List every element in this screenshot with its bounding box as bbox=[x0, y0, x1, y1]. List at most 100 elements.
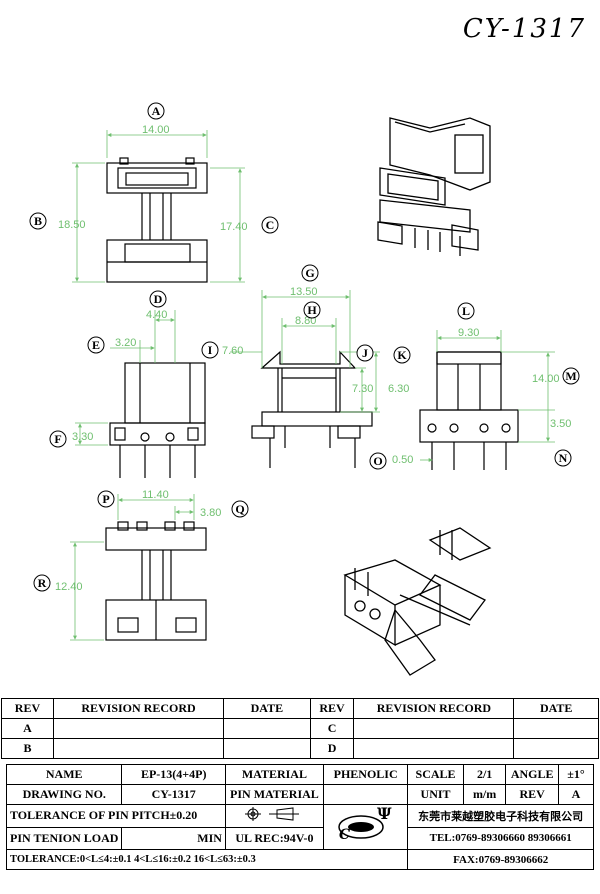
date-header: DATE bbox=[223, 698, 311, 719]
dim-n-value: 3.50 bbox=[550, 418, 571, 430]
callout-letter: A bbox=[152, 104, 161, 118]
scale-value: 2/1 bbox=[462, 764, 507, 785]
dim-r-value: 12.40 bbox=[55, 581, 83, 593]
callout-n: N bbox=[554, 449, 572, 467]
dim-j-value: 7.30 bbox=[352, 383, 373, 395]
pin-tension-label: PIN TENION LOAD bbox=[5, 826, 123, 850]
callout-letter: D bbox=[154, 292, 163, 306]
angle-value: ±1° bbox=[557, 764, 595, 785]
dim-c-value: 17.40 bbox=[220, 221, 248, 233]
callout-i: I bbox=[201, 341, 219, 359]
fax: FAX:0769-89306662 bbox=[407, 849, 594, 870]
material-value: PHENOLIC bbox=[322, 764, 409, 785]
callout-letter: N bbox=[559, 451, 568, 465]
callout-letter: E bbox=[92, 338, 100, 352]
callout-k: K bbox=[393, 346, 411, 364]
callout-letter: H bbox=[307, 303, 317, 317]
dim-e-value: 3.20 bbox=[115, 337, 136, 349]
angle-label: ANGLE bbox=[505, 764, 559, 785]
bottom-view-dims bbox=[70, 494, 195, 641]
revision-table: REV REVISION RECORD DATE REV REVISION RE… bbox=[1, 698, 599, 759]
callout-f: F bbox=[49, 430, 67, 448]
revision-record-header-2: REVISION RECORD bbox=[353, 698, 515, 719]
side-view-dims bbox=[75, 310, 176, 446]
dim-i-value: 7.60 bbox=[222, 345, 243, 357]
unit-label: UNIT bbox=[407, 784, 464, 805]
pin-tension-unit: MIN bbox=[121, 826, 226, 850]
callout-letter: R bbox=[38, 576, 47, 590]
callout-g: G bbox=[301, 264, 319, 282]
pin-material-label: PIN MATERIAL bbox=[224, 784, 324, 805]
dim-o-value: 0.50 bbox=[392, 454, 413, 466]
dim-g-value: 13.50 bbox=[290, 286, 318, 298]
callout-letter: L bbox=[462, 304, 470, 318]
dim-k-value: 6.30 bbox=[388, 383, 409, 395]
dim-m-value: 14.00 bbox=[532, 373, 560, 385]
name-value: EP-13(4+4P) bbox=[121, 764, 226, 785]
logo: C Ψ bbox=[322, 804, 409, 850]
callout-e: E bbox=[87, 336, 105, 354]
company-name: 东莞市莱越塑胶电子科技有限公司 bbox=[407, 804, 594, 828]
callout-letter: I bbox=[208, 343, 213, 357]
dim-f-value: 3.30 bbox=[72, 431, 93, 443]
revision-record-header: REVISION RECORD bbox=[52, 698, 225, 719]
end-view bbox=[419, 351, 519, 470]
rev-value: A bbox=[557, 784, 595, 805]
drawing-no-label: DRAWING NO. bbox=[5, 784, 123, 805]
rev-header-2: REV bbox=[309, 698, 355, 719]
callout-p: P bbox=[97, 490, 115, 508]
telephone: TEL:0769-89306660 89306661 bbox=[407, 826, 594, 850]
dim-a-value: 14.00 bbox=[142, 124, 170, 136]
unit-value: m/m bbox=[462, 784, 507, 805]
callout-l: L bbox=[457, 302, 475, 320]
section-view-dims bbox=[230, 290, 380, 413]
callout-letter: C bbox=[266, 218, 275, 232]
date-header-2: DATE bbox=[513, 698, 599, 719]
material-label: MATERIAL bbox=[224, 764, 324, 785]
side-view bbox=[109, 362, 206, 478]
general-tolerance: TOLERANCE:0<L≤4:±0.1 4<L≤16:±0.2 16<L≤63… bbox=[5, 849, 409, 870]
callout-letter: F bbox=[54, 432, 61, 446]
section-view bbox=[251, 350, 373, 468]
symbols bbox=[224, 804, 324, 828]
tolerance-pitch: TOLERANCE OF PIN PITCH±0.20 bbox=[6, 804, 226, 828]
callout-layer: A B C D E F G H I J K L M N O P Q R bbox=[29, 102, 580, 592]
dim-d-value: 4.40 bbox=[146, 309, 167, 321]
callout-letter: M bbox=[565, 369, 576, 383]
drawing-no-value: CY-1317 bbox=[121, 784, 226, 805]
callout-letter: Q bbox=[235, 502, 244, 516]
rev-header: REV bbox=[1, 698, 54, 719]
front-view-dims bbox=[72, 130, 245, 283]
projection-symbol-icon bbox=[245, 806, 300, 821]
callout-c: C bbox=[261, 216, 279, 234]
name-label: NAME bbox=[5, 764, 123, 785]
bottom-view bbox=[105, 521, 207, 641]
drawing-number-title: CY-1317 bbox=[462, 14, 586, 44]
callout-b: B bbox=[29, 212, 47, 230]
scale-label: SCALE bbox=[407, 764, 464, 785]
dim-p-value: 11.40 bbox=[142, 489, 169, 501]
callout-h: H bbox=[303, 301, 321, 319]
callout-r: R bbox=[33, 574, 51, 592]
callout-letter: B bbox=[34, 214, 42, 228]
callout-a: A bbox=[147, 102, 165, 120]
end-view-dims bbox=[420, 330, 555, 462]
company-logo-icon: C Ψ bbox=[337, 804, 392, 843]
rev-label: REV bbox=[505, 784, 559, 805]
callout-letter: O bbox=[373, 454, 382, 468]
dim-q-value: 3.80 bbox=[200, 507, 221, 519]
callout-letter: P bbox=[102, 492, 109, 506]
callout-letter: J bbox=[362, 346, 368, 360]
callout-m: M bbox=[562, 367, 580, 385]
callout-letter: K bbox=[397, 348, 407, 362]
logo-c-letter: C bbox=[339, 827, 350, 843]
dim-b-value: 18.50 bbox=[58, 219, 86, 231]
technical-drawing: 14.00 18.50 17.40 4.40 3.20 3.30 bbox=[29, 102, 580, 676]
dim-l-value: 9.30 bbox=[458, 327, 479, 339]
title-block: NAME EP-13(4+4P) MATERIAL PHENOLIC SCALE… bbox=[5, 764, 595, 870]
revision-row: A C bbox=[1, 718, 599, 739]
callout-d: D bbox=[149, 290, 167, 308]
ul-rec: UL REC:94V-0 bbox=[224, 826, 324, 850]
isometric-view-top bbox=[377, 117, 491, 256]
callout-j: J bbox=[356, 344, 374, 362]
